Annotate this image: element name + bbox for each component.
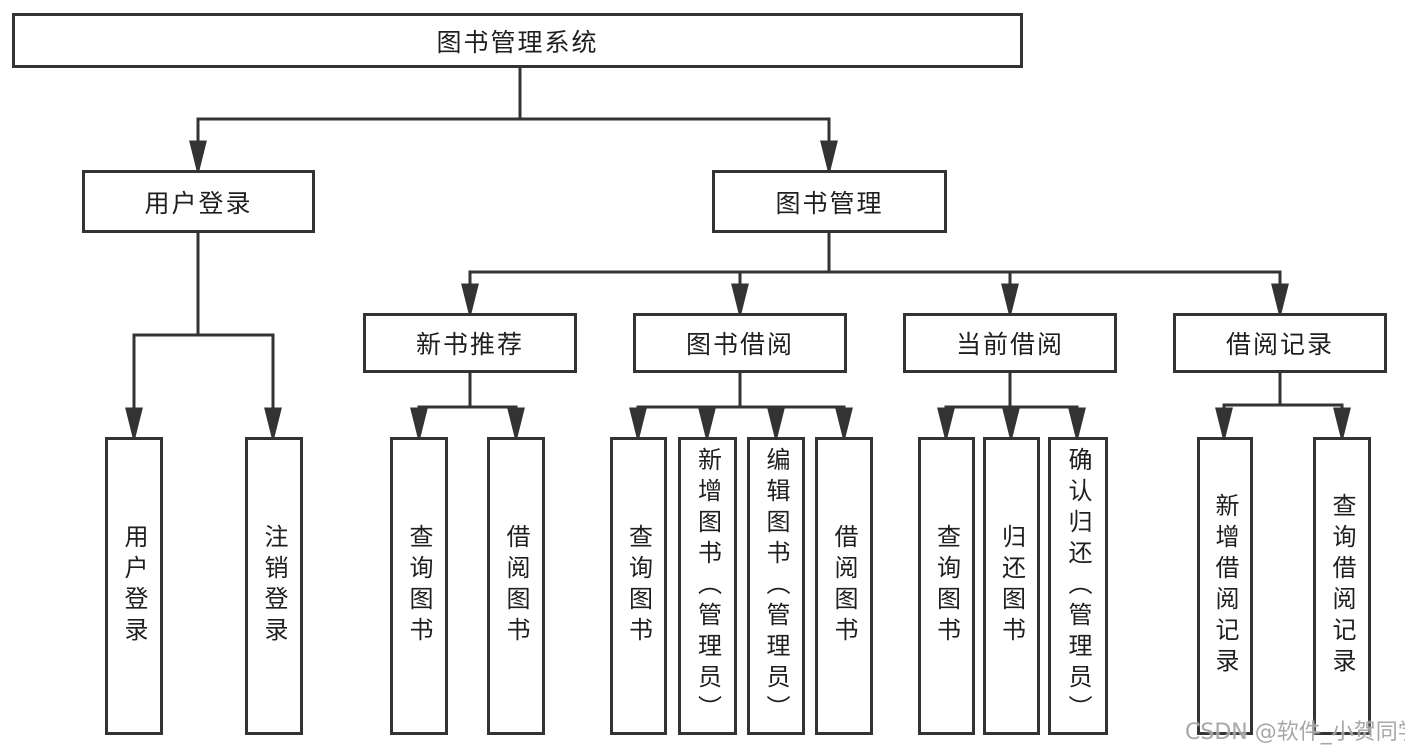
node-label: 归还图书 bbox=[997, 524, 1026, 648]
node-query-books-borrow: 查询图书 bbox=[610, 437, 667, 735]
node-label: 借阅记录 bbox=[1225, 330, 1334, 359]
node-logout: 注销登录 bbox=[245, 437, 303, 735]
node-return-books: 归还图书 bbox=[983, 437, 1040, 735]
node-query-books-current: 查询图书 bbox=[918, 437, 975, 735]
node-label: 查询借阅记录 bbox=[1328, 493, 1356, 679]
node-label: 借阅图书 bbox=[502, 524, 530, 648]
node-query-books-recommend: 查询图书 bbox=[390, 437, 448, 735]
node-label: 查询图书 bbox=[624, 524, 653, 648]
node-borrow-books-recommend: 借阅图书 bbox=[487, 437, 545, 735]
watermark-text: CSDN @软件_小贺同学 bbox=[1185, 720, 1405, 745]
node-label: 查询图书 bbox=[405, 524, 433, 648]
node-borrow-books: 借阅图书 bbox=[815, 437, 873, 735]
node-query-borrow-record: 查询借阅记录 bbox=[1313, 437, 1371, 735]
node-label: 确认归还（管理员） bbox=[1064, 446, 1092, 726]
node-label: 查询图书 bbox=[932, 524, 961, 648]
node-confirm-return-admin: 确认归还（管理员） bbox=[1048, 437, 1108, 735]
node-current-borrow: 当前借阅 bbox=[903, 313, 1117, 373]
node-label: 图书管理系统 bbox=[436, 27, 599, 57]
node-borrow-records: 借阅记录 bbox=[1173, 313, 1387, 373]
node-label: 图书管理 bbox=[775, 188, 884, 218]
node-label: 当前借阅 bbox=[955, 330, 1064, 359]
node-label: 新增图书（管理员） bbox=[693, 446, 722, 726]
node-label: 新增借阅记录 bbox=[1211, 493, 1239, 679]
node-book-management-system: 图书管理系统 bbox=[12, 13, 1023, 68]
node-user-login-group: 用户登录 bbox=[82, 170, 315, 233]
node-label: 借阅图书 bbox=[830, 524, 858, 648]
node-label: 新书推荐 bbox=[415, 330, 524, 359]
node-user-login: 用户登录 bbox=[105, 437, 163, 735]
node-label: 用户登录 bbox=[144, 188, 253, 218]
node-new-book-recommend: 新书推荐 bbox=[363, 313, 577, 373]
node-label: 注销登录 bbox=[260, 524, 288, 648]
node-add-borrow-record: 新增借阅记录 bbox=[1197, 437, 1253, 735]
node-label: 图书借阅 bbox=[685, 330, 794, 359]
node-book-management: 图书管理 bbox=[712, 170, 947, 233]
node-label: 用户登录 bbox=[120, 524, 148, 648]
node-edit-books-admin: 编辑图书（管理员） bbox=[747, 437, 805, 735]
node-add-books-admin: 新增图书（管理员） bbox=[678, 437, 737, 735]
node-label: 编辑图书（管理员） bbox=[762, 446, 790, 726]
node-book-borrow: 图书借阅 bbox=[633, 313, 847, 373]
